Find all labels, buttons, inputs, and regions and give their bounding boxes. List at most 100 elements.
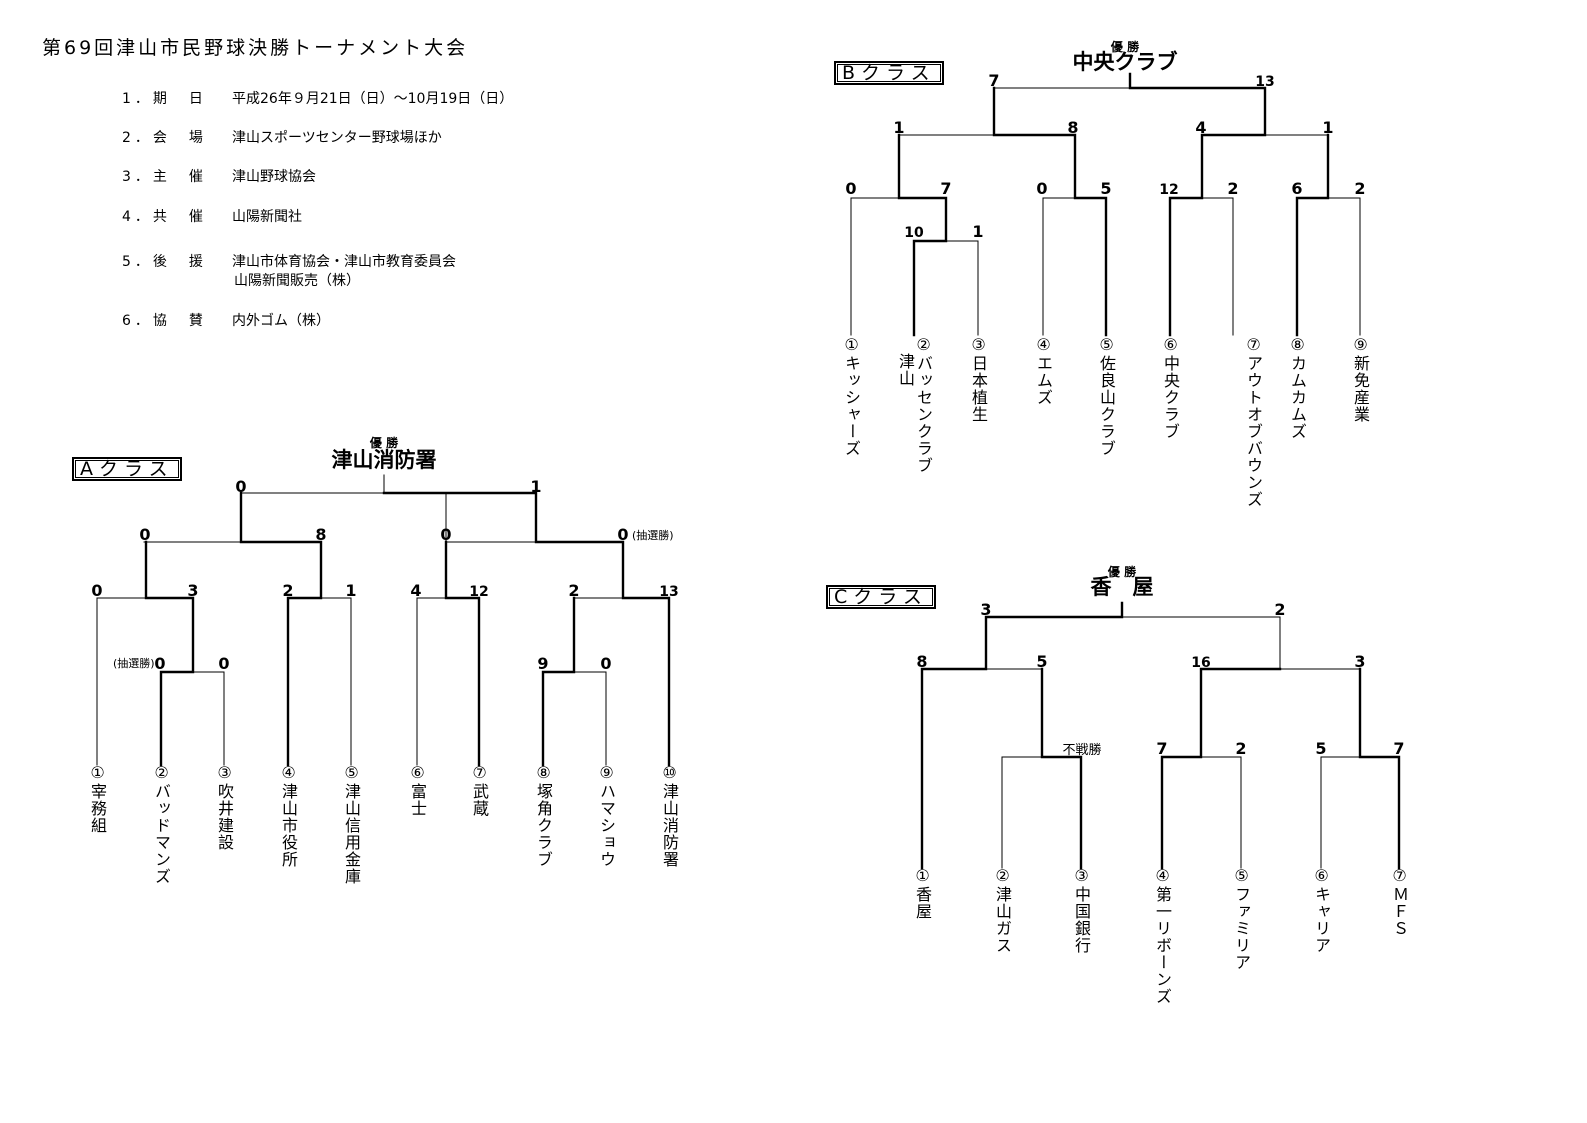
info-label: 1．期 日 bbox=[122, 91, 207, 107]
score: 0 bbox=[1036, 179, 1047, 198]
info-value: 津山野球協会 bbox=[232, 169, 316, 185]
info-value: 内外ゴム（株） bbox=[232, 313, 330, 329]
class-b-scores: 7 13 1 8 4 1 0 7 0 5 12 2 6 2 10 1 bbox=[845, 71, 1365, 241]
team-name: ⑥キャリア bbox=[1312, 866, 1331, 954]
score: 1 bbox=[893, 118, 904, 137]
team-name: ⑦アウトオブバウンズ bbox=[1244, 335, 1263, 508]
score: 12 bbox=[469, 584, 488, 600]
info-label: 3．主 催 bbox=[122, 169, 207, 185]
team-name: ⑤ファミリア bbox=[1232, 866, 1251, 971]
score: 7 bbox=[1393, 739, 1404, 758]
info-label: 2．会 場 bbox=[122, 130, 207, 146]
class-b-winner-lines bbox=[897, 72, 1330, 337]
walkover-note: 不戦勝 bbox=[1062, 743, 1101, 758]
score: 10 bbox=[904, 225, 924, 241]
team-name: ②バッセンクラブ bbox=[914, 335, 933, 474]
class-a-champion: 津山消防署 bbox=[332, 448, 437, 472]
info-value: 津山スポーツセンター野球場ほか bbox=[232, 130, 442, 146]
info-row-organizer: 3．主 催 津山野球協会 bbox=[122, 166, 316, 186]
score: 0 bbox=[139, 525, 150, 544]
score: 12 bbox=[1159, 182, 1178, 198]
score: 2 bbox=[1235, 739, 1246, 758]
score: 1 bbox=[345, 581, 356, 600]
class-c-bracket-lines bbox=[985, 616, 1361, 869]
score: 3 bbox=[1354, 652, 1365, 671]
team-name: ⑤津山信用金庫 bbox=[342, 763, 361, 885]
team-name: ⑥富士 bbox=[408, 763, 427, 817]
team-name: ⑦ＭＦＳ bbox=[1390, 866, 1409, 937]
class-a-champion-label: 優 勝 bbox=[369, 435, 399, 450]
score: 2 bbox=[1227, 179, 1238, 198]
score: 4 bbox=[410, 581, 421, 600]
team-name: ②津山ガス bbox=[993, 866, 1012, 954]
team-name: ⑦武蔵 bbox=[470, 763, 489, 817]
score: 0 bbox=[440, 525, 451, 544]
info-label: 5．後 援 bbox=[122, 254, 207, 270]
info-row-support: 5．後 援 津山市体育協会・津山市教育委員会 山陽新聞販売（株） bbox=[122, 251, 456, 289]
team-name: ①宰務組 bbox=[88, 763, 107, 834]
score: 2 bbox=[1274, 600, 1285, 619]
score: 8 bbox=[916, 652, 927, 671]
team-name: ③吹井建設 bbox=[215, 763, 234, 851]
class-a-label: Aクラス bbox=[72, 457, 182, 481]
info-value: 山陽新聞社 bbox=[232, 209, 302, 225]
score: 0 bbox=[91, 581, 102, 600]
score: 3 bbox=[187, 581, 198, 600]
team-name: ⑧カムカムズ bbox=[1288, 335, 1307, 440]
score: 1 bbox=[1322, 118, 1333, 137]
class-b-champion-label: 優 勝 bbox=[1110, 39, 1140, 54]
score: 9 bbox=[537, 654, 548, 673]
class-b-label: Bクラス bbox=[834, 61, 944, 85]
score: 1 bbox=[972, 222, 983, 241]
score: 2 bbox=[1354, 179, 1365, 198]
team-name: ⑧塚角クラブ bbox=[534, 763, 553, 868]
score: 1 bbox=[530, 477, 541, 496]
score: 0 bbox=[218, 654, 229, 673]
team-name: ③日本植生 bbox=[969, 335, 988, 423]
class-c-label: Cクラス bbox=[826, 585, 936, 609]
score: 5 bbox=[1100, 179, 1111, 198]
info-row-sponsor: 6．協 賛 内外ゴム（株） bbox=[122, 310, 330, 330]
info-row-venue: 2．会 場 津山スポーツセンター野球場ほか bbox=[122, 127, 442, 147]
score: 13 bbox=[659, 584, 678, 600]
score: 5 bbox=[1036, 652, 1047, 671]
info-label: 6．協 賛 bbox=[122, 313, 207, 329]
team-name: ④津山市役所 bbox=[279, 763, 298, 868]
class-c-winner-lines bbox=[920, 601, 1401, 870]
class-c-champion-label: 優 勝 bbox=[1107, 564, 1137, 579]
score: 7 bbox=[1156, 739, 1167, 758]
page-title: 第69回津山市民野球決勝トーナメント大会 bbox=[42, 37, 469, 59]
team-name-prefix: 津山 bbox=[896, 353, 915, 387]
class-a-scores: 0 1 0 8 0 0 0 3 2 1 4 12 2 13 0 0 9 0 bbox=[91, 477, 678, 673]
score: 8 bbox=[315, 525, 326, 544]
score: 6 bbox=[1291, 179, 1302, 198]
score: 0 bbox=[154, 654, 165, 673]
team-name: ⑥中央クラブ bbox=[1161, 335, 1180, 440]
score: 8 bbox=[1067, 118, 1078, 137]
class-a-bracket-lines bbox=[96, 474, 624, 766]
class-b-champion: 中央クラブ bbox=[1073, 50, 1178, 74]
lottery-win-note: (抽選勝) bbox=[113, 656, 155, 670]
team-name: ⑨新免産業 bbox=[1351, 335, 1370, 423]
score: 13 bbox=[1255, 74, 1274, 90]
score: 0 bbox=[617, 525, 628, 544]
score: 0 bbox=[845, 179, 856, 198]
team-name: ⑩津山消防署 bbox=[660, 763, 679, 868]
score: 4 bbox=[1195, 118, 1206, 137]
score: 2 bbox=[282, 581, 293, 600]
score: 2 bbox=[568, 581, 579, 600]
team-name: ①キッシャーズ bbox=[842, 335, 861, 457]
score: 0 bbox=[235, 477, 246, 496]
class-c-scores: 3 2 8 5 16 3 7 2 5 7 bbox=[916, 600, 1404, 758]
info-value-2: 山陽新聞販売（株） bbox=[234, 273, 360, 289]
score: 3 bbox=[980, 600, 991, 619]
team-name: ②バッドマンズ bbox=[152, 763, 171, 885]
class-b-bracket-lines bbox=[850, 87, 1361, 336]
team-name: ④エムズ bbox=[1034, 335, 1053, 406]
info-value: 平成26年９月21日（日）～10月19日（日） bbox=[232, 91, 514, 107]
info-label: 4．共 催 bbox=[122, 209, 207, 225]
class-c-champion: 香 屋 bbox=[1091, 575, 1154, 599]
team-name: ⑤佐良山クラブ bbox=[1097, 335, 1116, 457]
team-name: ①香屋 bbox=[913, 866, 932, 920]
